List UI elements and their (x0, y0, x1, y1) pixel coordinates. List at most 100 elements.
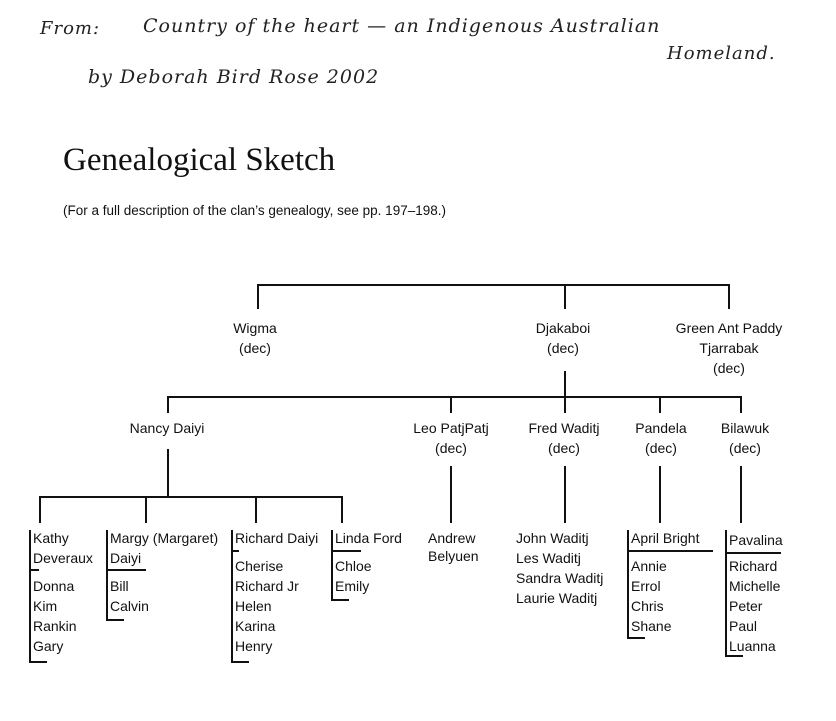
pavalina-child: Paul (729, 618, 758, 634)
node-leo-name: Leo PatjPatj (413, 420, 489, 436)
margy-head-underline (106, 569, 146, 571)
handwritten-book-title: Country of the heart — an Indigenous Aus… (143, 15, 661, 37)
wigma-connector (257, 284, 259, 309)
pavalina-child: Peter (729, 598, 763, 614)
djakaboi-down-line (564, 371, 566, 396)
richard-head1: Richard Daiyi (235, 530, 319, 546)
nancy-children-bracket (39, 496, 342, 498)
waditj-child: Sandra Waditj (516, 570, 604, 586)
margy-child: Calvin (110, 598, 149, 614)
april-head-underline (627, 550, 713, 552)
richard-child: Richard Jr (235, 578, 299, 594)
linda-group-foot (331, 599, 349, 601)
node-leo-status: (dec) (435, 440, 467, 456)
kathy-connector (39, 496, 41, 523)
kathy-group-bracket (29, 530, 31, 662)
node-djakaboi-status: (dec) (547, 340, 579, 356)
margy-head1: Margy (Margaret) (110, 530, 219, 546)
fred-connector (564, 396, 566, 413)
handwritten-homeland: Homeland. (667, 43, 776, 64)
kathy-group-foot (29, 661, 47, 663)
node-bilawuk-status: (dec) (729, 440, 761, 456)
richard-group-foot (231, 661, 249, 663)
nancy-connector (167, 396, 169, 413)
leo-connector (450, 396, 452, 413)
waditj-child: Les Waditj (516, 550, 581, 566)
handwritten-author-line: by Deborah Bird Rose 2002 (88, 66, 380, 88)
april-child: Errol (631, 578, 661, 594)
pavalina-child: Richard (729, 558, 778, 574)
kathy-children-tick (29, 569, 39, 571)
page-subtitle: (For a full description of the clan’s ge… (63, 203, 446, 218)
node-paddy-name: Green Ant Paddy (675, 320, 783, 336)
paddy-connector (728, 284, 730, 309)
april-group-foot (627, 637, 645, 639)
kathy-child: Kim (33, 598, 58, 614)
kathy-child: Donna (33, 578, 75, 594)
handwritten-from-label: From: (40, 18, 101, 39)
bilawuk-connector (740, 396, 742, 413)
april-head1: April Bright (631, 530, 700, 546)
pavalina-head-underline (725, 552, 781, 554)
node-paddy-status: (dec) (713, 360, 745, 376)
node-wigma-name: Wigma (233, 320, 277, 336)
margy-head2: Daiyi (110, 550, 142, 566)
waditj-child: John Waditj (516, 530, 589, 546)
linda-head-underline (331, 550, 361, 552)
node-djakaboi-name: Djakaboi (535, 320, 591, 336)
pavalina-child: Luanna (729, 638, 776, 654)
margy-connector (145, 496, 147, 523)
richard-head-tick (231, 550, 239, 552)
april-child: Annie (631, 558, 667, 574)
bilawuk-down-line (740, 466, 742, 523)
node-djakaboi: Djakaboi (dec) (536, 318, 590, 358)
node-paddy-name2: Tjarrabak (699, 340, 759, 356)
kathy-child: Gary (33, 638, 64, 654)
linda-connector (341, 496, 343, 523)
gen2-bracket-line (167, 396, 741, 398)
margy-group-bracket (106, 530, 108, 620)
kathy-head1: Kathy (33, 530, 69, 546)
linda-child: Chloe (335, 558, 372, 574)
linda-group-bracket (331, 530, 333, 600)
richard-group-bracket (231, 530, 233, 662)
margy-group-foot (106, 619, 124, 621)
node-wigma-status: (dec) (239, 340, 271, 356)
richard-child: Henry (235, 638, 273, 654)
node-leo-patjpatj: Leo PatjPatj (dec) (413, 418, 489, 458)
margy-child: Bill (110, 578, 129, 594)
node-nancy-name: Nancy Daiyi (129, 420, 205, 436)
node-pandela-status: (dec) (645, 440, 677, 456)
node-pandela-name: Pandela (635, 420, 687, 436)
waditj-child: Laurie Waditj (516, 590, 598, 606)
april-group-bracket (627, 530, 629, 638)
page-title: Genealogical Sketch (63, 142, 336, 178)
node-bilawuk-name: Bilawuk (720, 420, 770, 436)
april-child: Shane (631, 618, 672, 634)
pavalina-group-foot (725, 655, 743, 657)
pavalina-group-bracket (725, 530, 727, 656)
andrew-head2: Belyuen (428, 548, 479, 564)
node-pandela: Pandela (dec) (635, 418, 686, 458)
kathy-head2: Deveraux (33, 550, 93, 566)
richard-connector (255, 496, 257, 523)
april-child: Chris (631, 598, 664, 614)
node-nancy-daiyi: Nancy Daiyi (130, 418, 205, 438)
pandela-down-line (659, 466, 661, 523)
djakaboi-connector (564, 284, 566, 309)
node-bilawuk: Bilawuk (dec) (721, 418, 769, 458)
gen1-bracket-line (257, 284, 729, 286)
node-fred-status: (dec) (548, 440, 580, 456)
linda-head1: Linda Ford (335, 530, 402, 546)
richard-child: Helen (235, 598, 272, 614)
pavalina-head1: Pavalina (729, 532, 783, 548)
richard-child: Karina (235, 618, 276, 634)
richard-child: Cherise (235, 558, 284, 574)
kathy-child: Rankin (33, 618, 77, 634)
node-fred-name: Fred Waditj (528, 420, 600, 436)
andrew-head1: Andrew (428, 530, 476, 546)
nancy-down-line (167, 449, 169, 496)
leo-down-line (450, 466, 452, 523)
node-wigma: Wigma (dec) (233, 318, 277, 358)
